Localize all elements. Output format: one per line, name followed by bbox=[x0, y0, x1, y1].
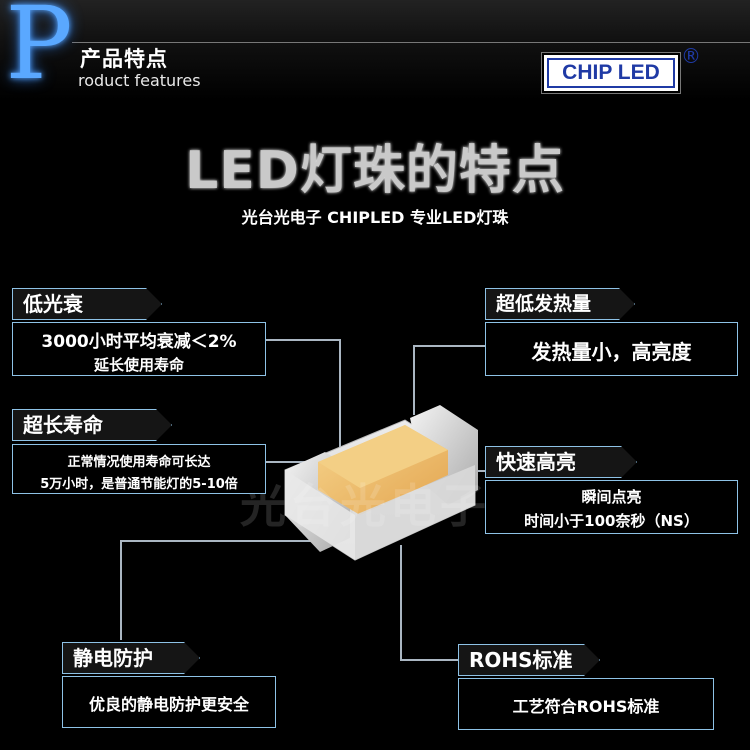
feature-text: 优良的静电防护更安全 bbox=[88, 695, 249, 714]
section-title-cn: 产品特点 bbox=[80, 47, 168, 71]
feature-label-esd: 静电防护 bbox=[62, 642, 200, 674]
subtitle: 光台光电子 CHIPLED 专业LED灯珠 bbox=[241, 208, 509, 227]
feature-text: 发热量小，高亮度 bbox=[531, 340, 692, 364]
feature-box-low-decay: 3000小时平均衰减＜2% 延长使用寿命 bbox=[12, 322, 266, 376]
feature-label-long-life: 超长寿命 bbox=[12, 409, 172, 441]
feature-box-fast-on: 瞬间点亮 时间小于100奈秒（NS） bbox=[485, 480, 738, 534]
feature-box-long-life: 正常情况使用寿命可长达 5万小时，是普通节能灯的5-10倍 bbox=[12, 444, 266, 494]
registered-mark: ® bbox=[681, 44, 701, 68]
feature-text: 正常情况使用寿命可长达 bbox=[67, 455, 211, 470]
brand-logo: CHIP LED bbox=[542, 53, 680, 93]
connector-line bbox=[339, 339, 341, 449]
feature-box-rohs: 工艺符合ROHS标准 bbox=[458, 678, 714, 730]
connector-line bbox=[413, 345, 415, 415]
feature-box-esd: 优良的静电防护更安全 bbox=[62, 676, 276, 728]
feature-text: 3000小时平均衰减＜2% bbox=[41, 332, 237, 352]
connector-line bbox=[413, 345, 485, 347]
main-title: LED灯珠的特点 bbox=[185, 141, 565, 201]
feature-label-rohs: ROHS标准 bbox=[458, 644, 600, 676]
p-logo: P bbox=[5, 0, 73, 102]
header-bar: P 产品特点 roduct features CHIP LED ® bbox=[0, 0, 750, 100]
connector-line bbox=[400, 659, 458, 661]
feature-label-low-heat: 超低发热量 bbox=[485, 288, 635, 320]
connector-line bbox=[120, 540, 122, 640]
feature-box-low-heat: 发热量小，高亮度 bbox=[485, 322, 738, 376]
brand-text: CHIP LED bbox=[547, 58, 675, 88]
feature-label-fast-on: 快速高亮 bbox=[485, 446, 637, 478]
header-divider bbox=[72, 42, 750, 43]
feature-text: 工艺符合ROHS标准 bbox=[512, 697, 660, 716]
watermark: 光台光电子 bbox=[240, 479, 490, 533]
connector-line bbox=[120, 540, 315, 542]
connector-line bbox=[400, 545, 402, 660]
feature-text: 延长使用寿命 bbox=[93, 356, 184, 374]
feature-text: 5万小时，是普通节能灯的5-10倍 bbox=[40, 477, 238, 492]
connector-line bbox=[265, 461, 310, 463]
connector-line bbox=[265, 339, 340, 341]
section-title-en: roduct features bbox=[78, 71, 201, 90]
feature-text: 时间小于100奈秒（NS） bbox=[524, 512, 699, 530]
feature-label-low-decay: 低光衰 bbox=[12, 288, 162, 320]
feature-text: 瞬间点亮 bbox=[581, 488, 642, 506]
